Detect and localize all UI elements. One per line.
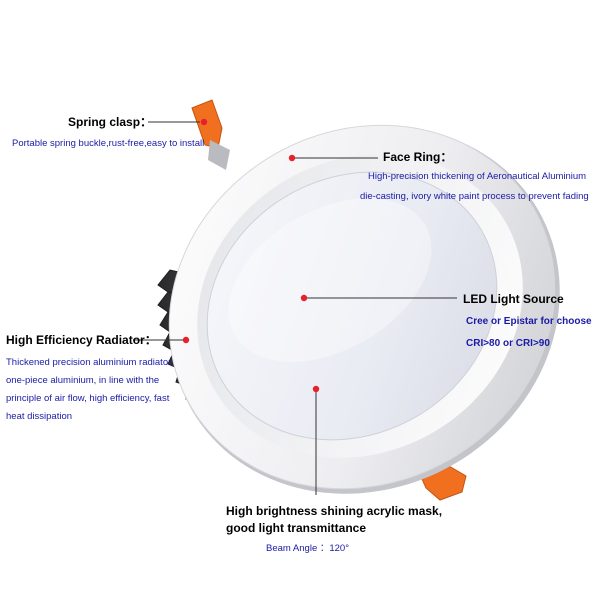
- dot-radiator: [182, 336, 190, 344]
- face-ring-desc-2: die-casting, ivory white paint process t…: [360, 191, 589, 202]
- spring-clasp-desc: Portable spring buckle,rust-free,easy to…: [12, 138, 205, 149]
- radiator-desc-4: heat dissipation: [6, 411, 73, 422]
- radiator-desc-2: one-piece aluminium, in line with the: [6, 375, 160, 386]
- spring-clasp-title: Spring clasp：: [68, 115, 153, 129]
- spring-clip-top: [191, 99, 230, 170]
- face-ring-desc-1: High-precision thickening of Aeronautica…: [368, 171, 587, 182]
- acrylic-lens: [206, 171, 498, 441]
- led-source-desc-2: CRI>80 or CRI>90: [466, 338, 550, 349]
- led-source-title: LED Light Source: [463, 292, 564, 306]
- led-source-desc-1: Cree or Epistar for choose: [466, 316, 592, 327]
- dot-spring-clasp: [200, 118, 208, 126]
- beam-angle-desc: Beam Angle ：120°: [266, 543, 350, 554]
- acrylic-mask-title-1: High brightness shining acrylic mask,: [226, 504, 443, 518]
- dot-face-ring: [288, 154, 296, 162]
- callout-dots: [182, 118, 320, 393]
- dot-led-source: [300, 294, 308, 302]
- radiator-title: High Efficiency Radiator：: [6, 333, 157, 347]
- acrylic-mask-title-2: good light transmittance: [226, 521, 367, 535]
- dot-acrylic-mask: [312, 385, 320, 393]
- leader-lines: [133, 121, 457, 495]
- radiator-desc-1: Thickened precision aluminium radiator,: [6, 357, 174, 368]
- face-ring-title: Face Ring：: [383, 150, 453, 164]
- radiator-desc-3: principle of air flow, high efficiency, …: [6, 393, 170, 404]
